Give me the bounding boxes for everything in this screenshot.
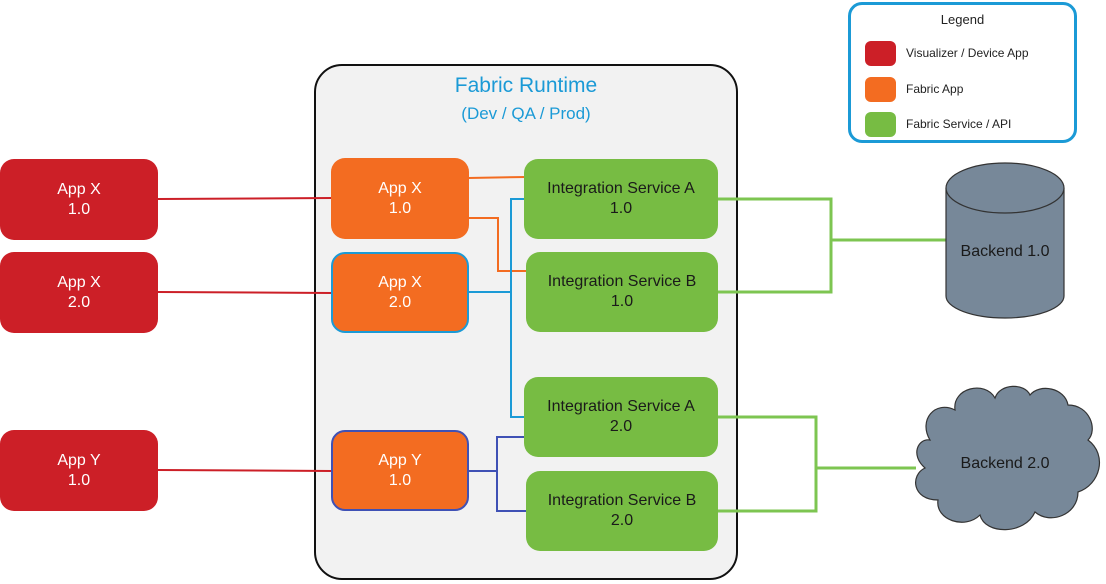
- service-version: 1.0: [610, 293, 634, 310]
- fabric-app-name: App X: [378, 179, 422, 197]
- link-device-appx2-fabric: [157, 291, 333, 294]
- device-app-name: App X: [57, 273, 101, 291]
- service-version: 2.0: [610, 512, 634, 529]
- fabric-app-name: App Y: [378, 451, 422, 469]
- legend-label: Visualizer / Device App: [906, 46, 1029, 60]
- device-app-x-2-0: App X 2.0: [0, 252, 158, 333]
- link-bus-svcA2-svcB2: [496, 436, 527, 512]
- device-app-version: 2.0: [67, 293, 91, 311]
- fabric-app-y-1-0: App Y 1.0: [331, 430, 469, 511]
- fabric-app-x-2-0: App X 2.0: [331, 252, 469, 333]
- backend-1-label: Backend 1.0: [960, 243, 1050, 260]
- legend-label: Fabric App: [906, 82, 964, 96]
- fabric-app-name: App X: [378, 273, 422, 291]
- fabric-app-x-1-0: App X 1.0: [331, 158, 469, 239]
- backend-2-cloud-icon: [915, 385, 1100, 531]
- integration-service-b-1-0: Integration Service B 1.0: [526, 252, 718, 332]
- legend-swatch-green: [865, 111, 896, 137]
- fabric-app-version: 2.0: [388, 293, 412, 311]
- device-app-name: App Y: [57, 451, 101, 469]
- device-app-y-1-0: App Y 1.0: [0, 430, 158, 511]
- device-app-name: App X: [57, 180, 101, 198]
- integration-service-a-1-0: Integration Service A 1.0: [524, 159, 718, 239]
- link-device-appx1-fabric: [157, 197, 333, 200]
- legend-item-fabric-app: Fabric App: [865, 75, 963, 103]
- legend-title: Legend: [940, 12, 985, 27]
- integration-service-b-2-0: Integration Service B 2.0: [526, 471, 718, 551]
- legend-item-device-app: Visualizer / Device App: [865, 39, 1029, 67]
- service-version: 1.0: [609, 200, 633, 217]
- device-app-version: 1.0: [67, 200, 91, 218]
- legend-swatch-orange: [865, 76, 896, 102]
- backend-1-database-icon: [945, 162, 1065, 319]
- fabric-app-version: 1.0: [388, 471, 412, 489]
- integration-service-a-2-0: Integration Service A 2.0: [524, 377, 718, 457]
- legend-label: Fabric Service / API: [906, 117, 1012, 131]
- runtime-title: Fabric Runtime: [454, 74, 598, 97]
- service-version: 2.0: [609, 418, 633, 435]
- link-appx1-svcB1: [468, 217, 527, 272]
- service-name: Integration Service A: [547, 180, 695, 197]
- backend-2-label: Backend 2.0: [960, 455, 1050, 472]
- legend-swatch-red: [865, 40, 896, 66]
- link-device-appy1-fabric: [157, 469, 333, 472]
- device-app-version: 1.0: [67, 471, 91, 489]
- legend-item-fabric-service: Fabric Service / API: [865, 110, 1011, 138]
- device-app-x-1-0: App X 1.0: [0, 159, 158, 240]
- link-bus-svcA1: [510, 198, 526, 418]
- link-svcA1-backend1: [718, 197, 833, 294]
- link-svcA2-backend2: [718, 415, 818, 513]
- legend: Legend Visualizer / Device App Fabric Ap…: [848, 2, 1077, 143]
- service-name: Integration Service A: [547, 398, 695, 415]
- service-name: Integration Service B: [547, 492, 697, 509]
- service-name: Integration Service B: [547, 273, 697, 290]
- link-appx1-svcA1: [467, 176, 527, 179]
- fabric-app-version: 1.0: [388, 199, 412, 217]
- runtime-subtitle: (Dev / QA / Prod): [461, 104, 591, 123]
